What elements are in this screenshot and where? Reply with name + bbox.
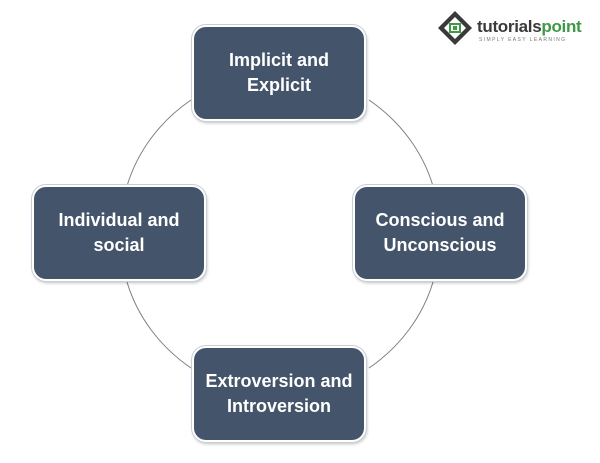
logo-wordmark-part1: tutorials — [477, 17, 542, 36]
cycle-node-label: Extroversion and Introversion — [205, 371, 353, 416]
cycle-node-label: Conscious and Unconscious — [375, 210, 505, 255]
tutorialspoint-logo: tutorialspoint SIMPLY EASY LEARNING — [437, 6, 587, 48]
logo-tagline: SIMPLY EASY LEARNING — [479, 37, 567, 43]
cycle-node-label: Implicit and Explicit — [228, 50, 329, 95]
logo-mark-icon — [438, 11, 472, 45]
connector-top-right — [368, 99, 434, 187]
connector-bottom-left — [126, 281, 192, 369]
logo-wordmark: tutorialspoint — [477, 17, 582, 37]
cycle-node-conscious-unconscious: Conscious and Unconscious — [353, 185, 527, 281]
cycle-node-individual-social: Individual and social — [32, 185, 206, 281]
logo-wordmark-part2: point — [541, 17, 582, 36]
connector-right-bottom — [368, 281, 434, 369]
cycle-node-implicit-explicit: Implicit and Explicit — [192, 25, 366, 121]
cycle-node-extroversion-introversion: Extroversion and Introversion — [192, 346, 366, 442]
connector-left-top — [126, 99, 192, 187]
cycle-node-label: Individual and social — [58, 210, 180, 255]
